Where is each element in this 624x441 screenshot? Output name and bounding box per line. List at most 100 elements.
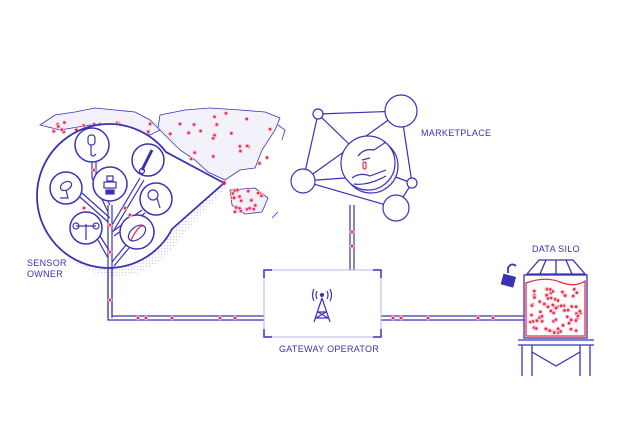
gateway-operator-label: GATEWAY OPERATOR — [279, 344, 380, 354]
dot — [551, 330, 557, 335]
dot — [107, 297, 113, 303]
dot — [198, 128, 203, 134]
dot — [212, 114, 217, 120]
dot — [545, 304, 551, 310]
dot — [532, 288, 537, 294]
dot — [349, 243, 355, 249]
dot — [81, 205, 87, 211]
dot — [251, 206, 257, 212]
silo-data-dots — [528, 286, 583, 335]
data-silo-label: DATA SILO — [532, 244, 580, 254]
dot — [573, 328, 579, 333]
dot — [562, 293, 568, 298]
dot — [231, 195, 237, 201]
dot — [146, 129, 151, 134]
dot — [558, 303, 564, 309]
dot — [237, 205, 242, 211]
satellite-dish-icon — [49, 171, 83, 205]
dot — [237, 194, 242, 199]
dot — [229, 130, 234, 136]
dot — [237, 143, 243, 149]
dot — [191, 122, 197, 127]
dot — [253, 203, 258, 208]
dot — [223, 110, 229, 116]
dot — [62, 120, 67, 125]
unlocked-padlock-icon — [500, 263, 517, 288]
dot — [565, 307, 571, 313]
dot — [538, 309, 543, 315]
dot — [539, 318, 545, 324]
dot — [255, 190, 261, 196]
dot — [568, 326, 574, 332]
dot — [186, 130, 191, 136]
dot — [188, 156, 194, 162]
dot — [247, 205, 253, 211]
dot — [534, 318, 540, 323]
sensor-glyphs — [59, 134, 161, 242]
dot — [244, 116, 250, 122]
dot — [232, 209, 238, 215]
dot — [59, 127, 65, 133]
dot — [210, 154, 216, 159]
dot — [558, 329, 563, 334]
dot — [560, 323, 566, 328]
dot — [91, 167, 97, 173]
dot — [235, 187, 240, 193]
dot — [547, 328, 553, 333]
dot — [127, 212, 133, 218]
dot — [569, 304, 575, 309]
dot — [529, 303, 535, 308]
dot — [214, 122, 220, 127]
dot — [550, 302, 556, 308]
dot — [147, 121, 153, 127]
dot — [390, 315, 396, 321]
dot — [539, 313, 545, 319]
dot — [573, 304, 579, 310]
pipes — [107, 205, 524, 321]
dot — [107, 222, 113, 228]
dot — [55, 124, 61, 129]
dot — [244, 143, 250, 149]
dot — [553, 305, 559, 311]
data-packets — [81, 167, 496, 321]
scale-icon — [92, 166, 128, 202]
gauge-icon — [119, 214, 155, 250]
dot — [107, 249, 113, 255]
dot — [551, 310, 557, 316]
dot — [562, 308, 567, 313]
dot — [490, 315, 496, 321]
dot — [135, 315, 141, 321]
dot — [398, 315, 404, 321]
dot — [217, 315, 223, 321]
dot — [425, 315, 431, 321]
dot — [566, 320, 572, 326]
dot — [547, 287, 553, 292]
dot — [577, 308, 583, 314]
dot — [571, 287, 577, 292]
dot — [257, 161, 262, 166]
dot — [246, 188, 251, 194]
dot — [264, 155, 270, 160]
dot — [537, 299, 542, 304]
dot — [553, 317, 559, 322]
handshake-icon — [351, 141, 387, 185]
dot — [568, 317, 574, 323]
dot — [177, 121, 183, 127]
dot — [574, 290, 580, 296]
dot — [349, 229, 355, 235]
dot — [238, 198, 244, 204]
dot — [238, 148, 243, 154]
gateway-operator-box — [263, 269, 382, 338]
dot — [249, 198, 254, 203]
dot — [192, 150, 198, 155]
dot — [169, 315, 175, 321]
dot — [232, 315, 238, 321]
sensor-owner-label-line1: SENSOR — [27, 258, 67, 268]
dot — [570, 293, 576, 299]
dot — [564, 314, 570, 320]
marketplace-network — [290, 94, 418, 222]
sensor-owner-label-line2: OWNER — [27, 269, 63, 279]
dot — [475, 315, 481, 321]
